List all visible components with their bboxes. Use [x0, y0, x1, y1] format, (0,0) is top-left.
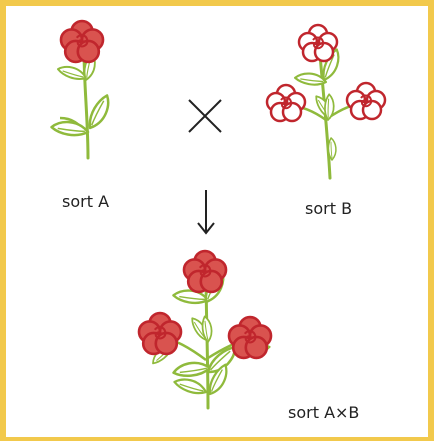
label-sort-a: sort A: [62, 192, 110, 211]
down-arrow: [197, 190, 215, 235]
plant-sort-a: [50, 19, 119, 160]
plant-sort-b: [265, 23, 387, 180]
label-sort-b: sort B: [305, 199, 353, 218]
cross-symbol: [188, 99, 222, 133]
plant-sort-ab: [137, 249, 273, 410]
label-sort-ab: sort A×B: [288, 403, 360, 422]
